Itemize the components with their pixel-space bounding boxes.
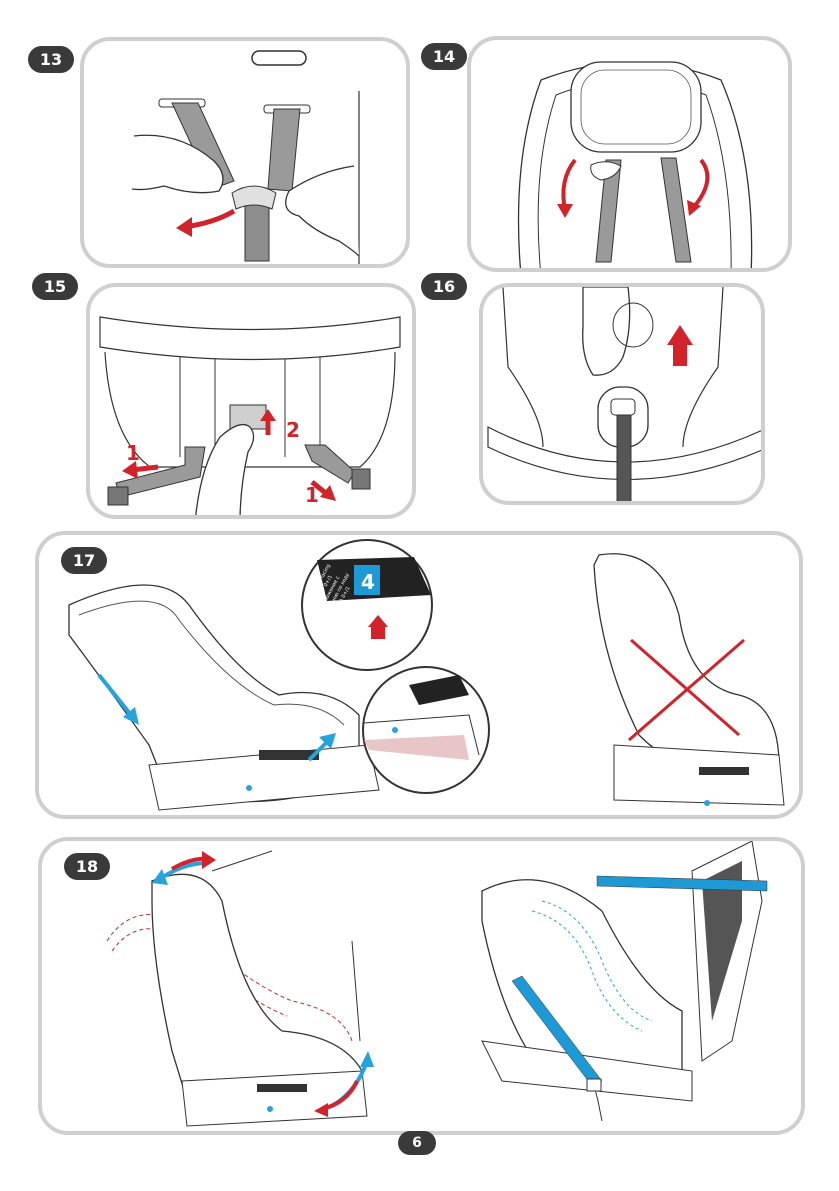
step-15-panel: 1 2 1 bbox=[86, 283, 416, 519]
red-arrow-icon bbox=[176, 217, 192, 237]
step-18-panel: 18 bbox=[38, 837, 805, 1135]
step-15-left-num: 1 bbox=[126, 441, 140, 465]
step-15-illustration: 1 2 1 bbox=[90, 287, 416, 519]
step-14-badge: 14 bbox=[421, 43, 467, 70]
step-13-illustration bbox=[84, 41, 410, 268]
step-15-up-num: 2 bbox=[286, 418, 300, 442]
group-number: 4 bbox=[361, 570, 375, 594]
red-arrow-icon bbox=[557, 204, 573, 218]
step-14-panel bbox=[467, 36, 792, 272]
step-15-right-num: 1 bbox=[305, 483, 319, 507]
red-arrow-icon bbox=[202, 851, 216, 869]
step-16-illustration bbox=[483, 287, 765, 505]
step-17-panel: 17 4 Rearward facing GROUP 0+/1 Положени… bbox=[35, 531, 803, 819]
step-18-badge: 18 bbox=[64, 853, 110, 880]
step-18-illustration bbox=[42, 841, 805, 1135]
step-17-illustration: 4 Rearward facing GROUP 0+/1 Положение с… bbox=[39, 535, 803, 819]
step-15-badge: 15 bbox=[32, 273, 78, 300]
page-number: 6 bbox=[398, 1131, 436, 1155]
red-arrow-icon bbox=[667, 325, 693, 345]
step-16-panel bbox=[479, 283, 765, 505]
step-14-illustration bbox=[471, 40, 792, 272]
step-16-badge: 16 bbox=[421, 273, 467, 300]
step-17-badge: 17 bbox=[61, 547, 107, 574]
step-13-panel bbox=[80, 37, 410, 268]
step-13-badge: 13 bbox=[28, 46, 74, 73]
